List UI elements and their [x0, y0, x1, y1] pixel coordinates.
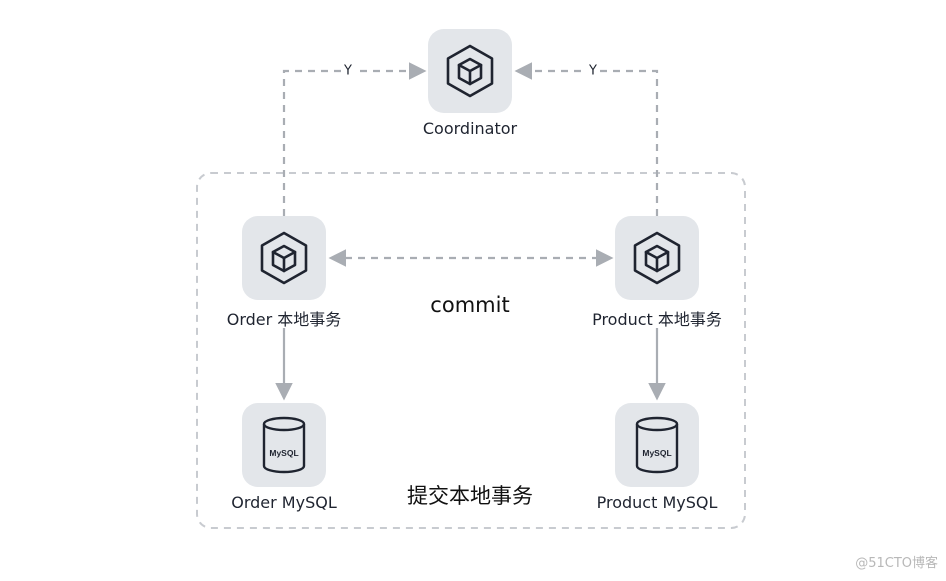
edge-order-to-coordinator: [282, 62, 427, 216]
order-transaction-node[interactable]: [242, 216, 326, 300]
coordinator-label: Coordinator: [422, 119, 518, 138]
cube-icon: [633, 231, 681, 285]
local-transaction-group: [196, 172, 746, 529]
product-mysql-node[interactable]: MySQL: [615, 403, 699, 487]
cube-icon: [260, 231, 308, 285]
group-label: 提交本地事务: [407, 484, 533, 508]
cube-icon: [446, 44, 494, 98]
mysql-badge: MySQL: [269, 448, 298, 458]
watermark: @51CTO博客: [855, 556, 938, 571]
database-icon: MySQL: [262, 416, 306, 474]
order-mysql-node[interactable]: MySQL: [242, 403, 326, 487]
mysql-badge: MySQL: [642, 448, 671, 458]
product-transaction-label: Product 本地事务: [592, 310, 722, 329]
product-transaction-node[interactable]: [615, 216, 699, 300]
product-mysql-label: Product MySQL: [596, 493, 718, 512]
edge-product-to-coordinator: [514, 62, 659, 216]
database-icon: MySQL: [635, 416, 679, 474]
coordinator-node[interactable]: [428, 29, 512, 113]
order-mysql-label: Order MySQL: [231, 493, 337, 512]
edge-label-order-y: Y: [341, 63, 355, 79]
commit-label: commit: [430, 293, 510, 317]
order-transaction-label: Order 本地事务: [226, 310, 342, 329]
edge-label-product-y: Y: [586, 63, 600, 79]
